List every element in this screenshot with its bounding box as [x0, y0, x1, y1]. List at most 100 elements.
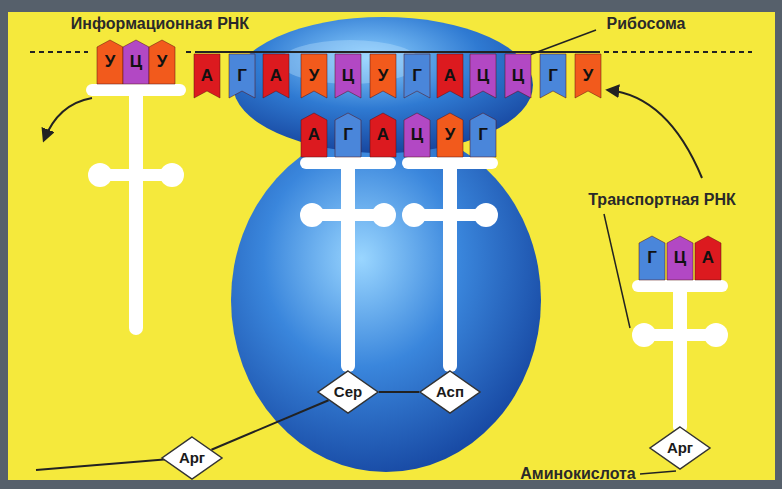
pennant-outline	[149, 40, 175, 84]
base-pennant: Ц	[404, 113, 430, 157]
base-pennant: Г	[229, 54, 255, 98]
trna-stem	[443, 160, 457, 372]
base-letter: У	[309, 67, 320, 86]
base-letter: Г	[548, 67, 558, 86]
base-letter: Ц	[411, 126, 423, 145]
amino-acid-diamond: Асп	[419, 370, 481, 414]
trna-stem	[673, 283, 687, 433]
pennant-outline	[370, 113, 396, 157]
amino-acid-name: Асп	[436, 384, 464, 401]
pennant-outline	[301, 54, 327, 98]
leader-line	[604, 214, 630, 328]
ribosome-large-subunit	[231, 128, 541, 472]
base-letter: Ц	[342, 67, 354, 86]
diamond-outline	[650, 427, 710, 469]
trna-loop	[160, 163, 184, 187]
amino-acid-name: Арг	[179, 450, 205, 467]
exit-arrow	[44, 98, 92, 140]
base-pennant: Г	[470, 113, 496, 157]
base-letter: Ц	[512, 67, 524, 86]
base-pennant: А	[370, 113, 396, 157]
base-letter: Ц	[477, 67, 489, 86]
amino-acid-diamond: Сер	[317, 370, 379, 414]
base-pennant: А	[301, 113, 327, 157]
pennant-outline	[437, 54, 463, 98]
base-letter: А	[270, 67, 282, 86]
base-letter: У	[378, 67, 389, 86]
base-letter: А	[444, 67, 456, 86]
trna-loop	[704, 323, 728, 347]
base-pennant: А	[695, 236, 721, 280]
pennant-outline	[695, 236, 721, 280]
pennant-outline	[639, 236, 665, 280]
base-pennant: А	[437, 54, 463, 98]
trna-loop	[88, 163, 112, 187]
base-pennant: У	[437, 113, 463, 157]
base-letter: А	[308, 126, 320, 145]
trna-loop	[474, 203, 498, 227]
pennant-outline	[335, 113, 361, 157]
caption-label: Рибосома	[607, 15, 686, 33]
base-pennant: Ц	[470, 54, 496, 98]
pennant-outline	[575, 54, 601, 98]
diamond-outline	[420, 371, 480, 413]
amino-acid-diamond: Арг	[161, 436, 223, 480]
trna-body	[300, 157, 396, 372]
base-letter: Г	[647, 249, 657, 268]
pennant-outline	[123, 40, 149, 84]
trna-body	[632, 280, 728, 433]
trna-body	[402, 157, 498, 372]
base-letter: Г	[343, 126, 353, 145]
trna-loop	[372, 203, 396, 227]
base-letter: А	[702, 249, 714, 268]
base-pennant: У	[575, 54, 601, 98]
base-pennant: А	[263, 54, 289, 98]
caption-label: Аминокислота	[520, 465, 635, 483]
peptide-bond-line	[211, 400, 328, 450]
base-letter: Г	[237, 67, 247, 86]
leader-line	[640, 471, 676, 474]
pennant-outline	[301, 113, 327, 157]
base-pennant: Г	[639, 236, 665, 280]
trna-stem	[129, 86, 143, 335]
caption-label: Транспортная РНК	[588, 191, 736, 209]
base-pennant: Г	[404, 54, 430, 98]
pennant-outline	[335, 54, 361, 98]
base-pennant: У	[301, 54, 327, 98]
entry-arrow	[608, 90, 702, 178]
amino-acid-diamond: Арг	[649, 426, 711, 470]
pennant-outline	[263, 54, 289, 98]
base-pennant: Ц	[123, 40, 149, 84]
base-letter: А	[201, 67, 213, 86]
pennant-outline	[97, 40, 123, 84]
amino-acid-name: Сер	[334, 384, 362, 401]
base-letter: Г	[478, 126, 488, 145]
amino-acid-name: Арг	[667, 440, 693, 457]
trna-loop	[632, 323, 656, 347]
pennant-outline	[505, 54, 531, 98]
base-letter: У	[583, 67, 594, 86]
base-pennant: У	[97, 40, 123, 84]
pennant-outline	[437, 113, 463, 157]
base-pennant: У	[149, 40, 175, 84]
peptide-chain	[36, 459, 170, 470]
base-pennant: Ц	[667, 236, 693, 280]
peptide-bond-line	[379, 391, 419, 393]
trna-loop	[402, 203, 426, 227]
pennant-outline	[470, 113, 496, 157]
leader-line	[524, 30, 596, 57]
pennant-outline	[404, 113, 430, 157]
trna-loop	[300, 203, 324, 227]
base-letter: Г	[412, 67, 422, 86]
base-pennant: Г	[335, 113, 361, 157]
pennant-outline	[667, 236, 693, 280]
base-pennant: А	[194, 54, 220, 98]
pennant-outline	[194, 54, 220, 98]
base-letter: У	[105, 53, 116, 72]
pennant-outline	[404, 54, 430, 98]
pennant-outline	[229, 54, 255, 98]
base-letter: А	[377, 126, 389, 145]
caption-label: Информационная РНК	[71, 15, 249, 33]
diamond-outline	[318, 371, 378, 413]
